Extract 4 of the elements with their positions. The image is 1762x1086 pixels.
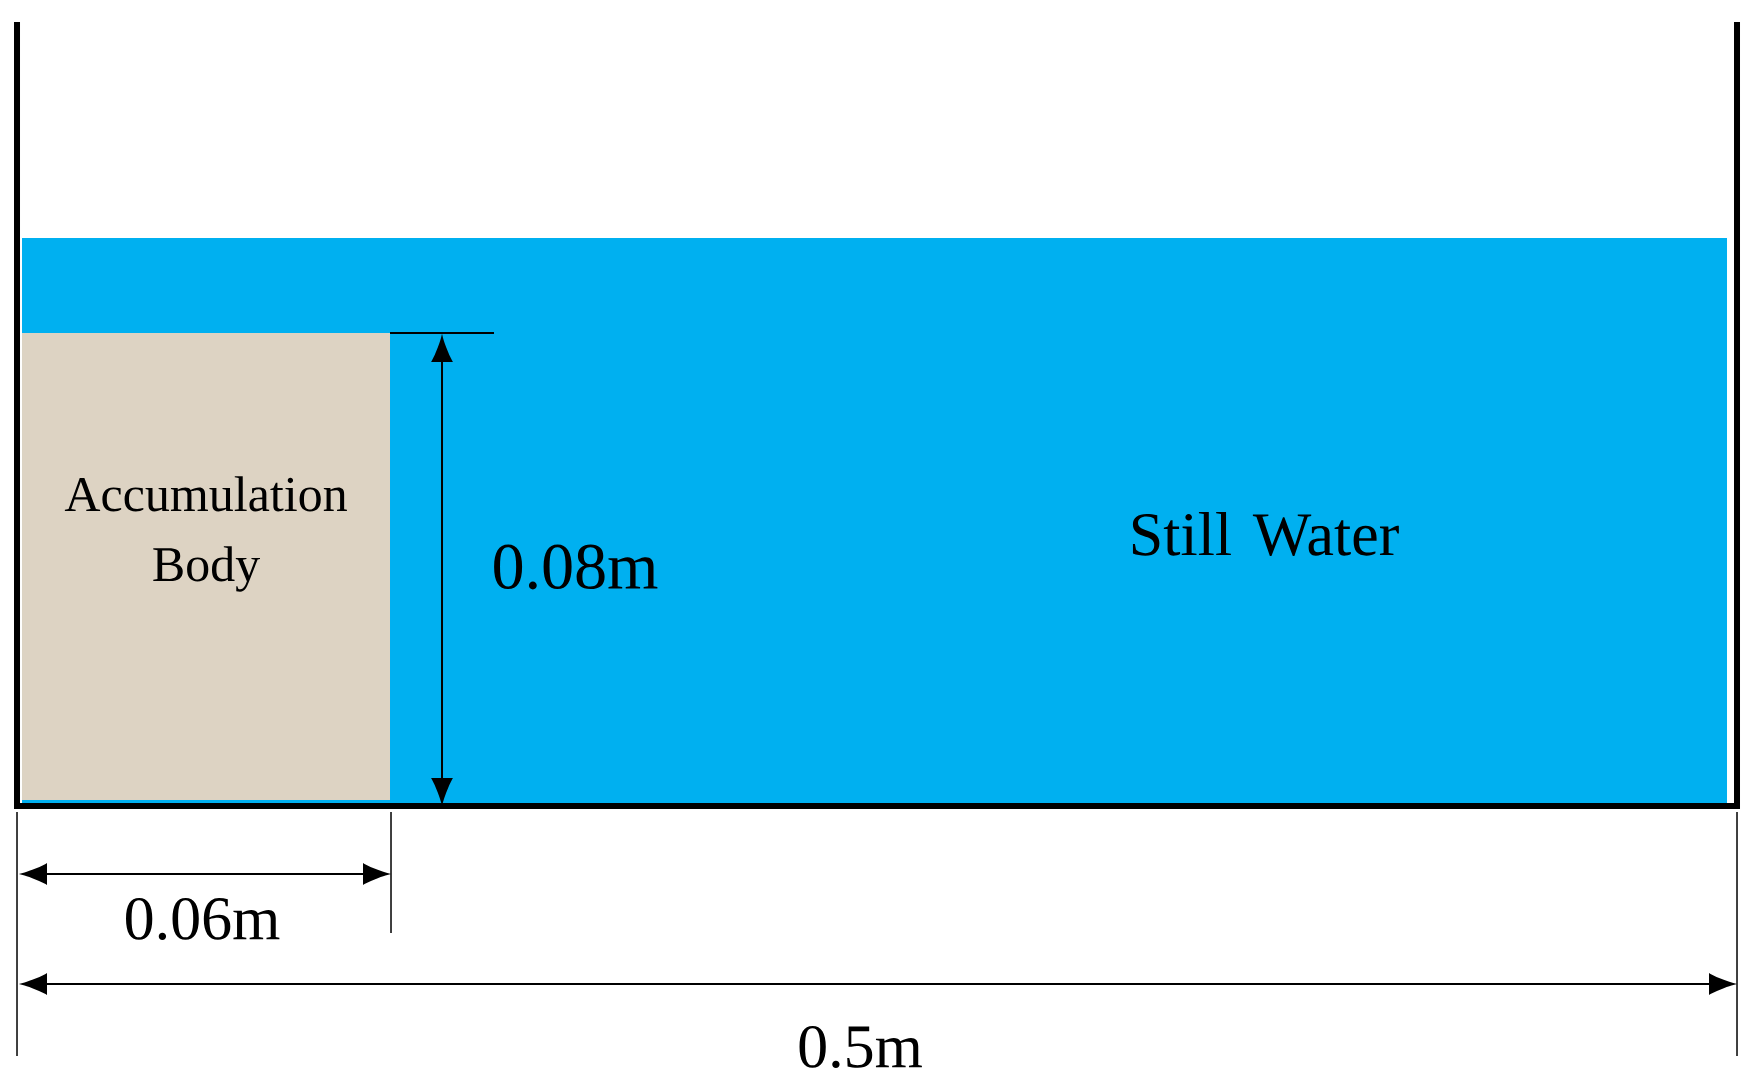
dimension-label: 0.08m xyxy=(494,544,658,590)
accumulation-body: Accumulation Body xyxy=(22,333,390,800)
dimension-label: 0.5m xyxy=(799,1025,922,1069)
dimension-label: 0.06m xyxy=(126,897,280,941)
